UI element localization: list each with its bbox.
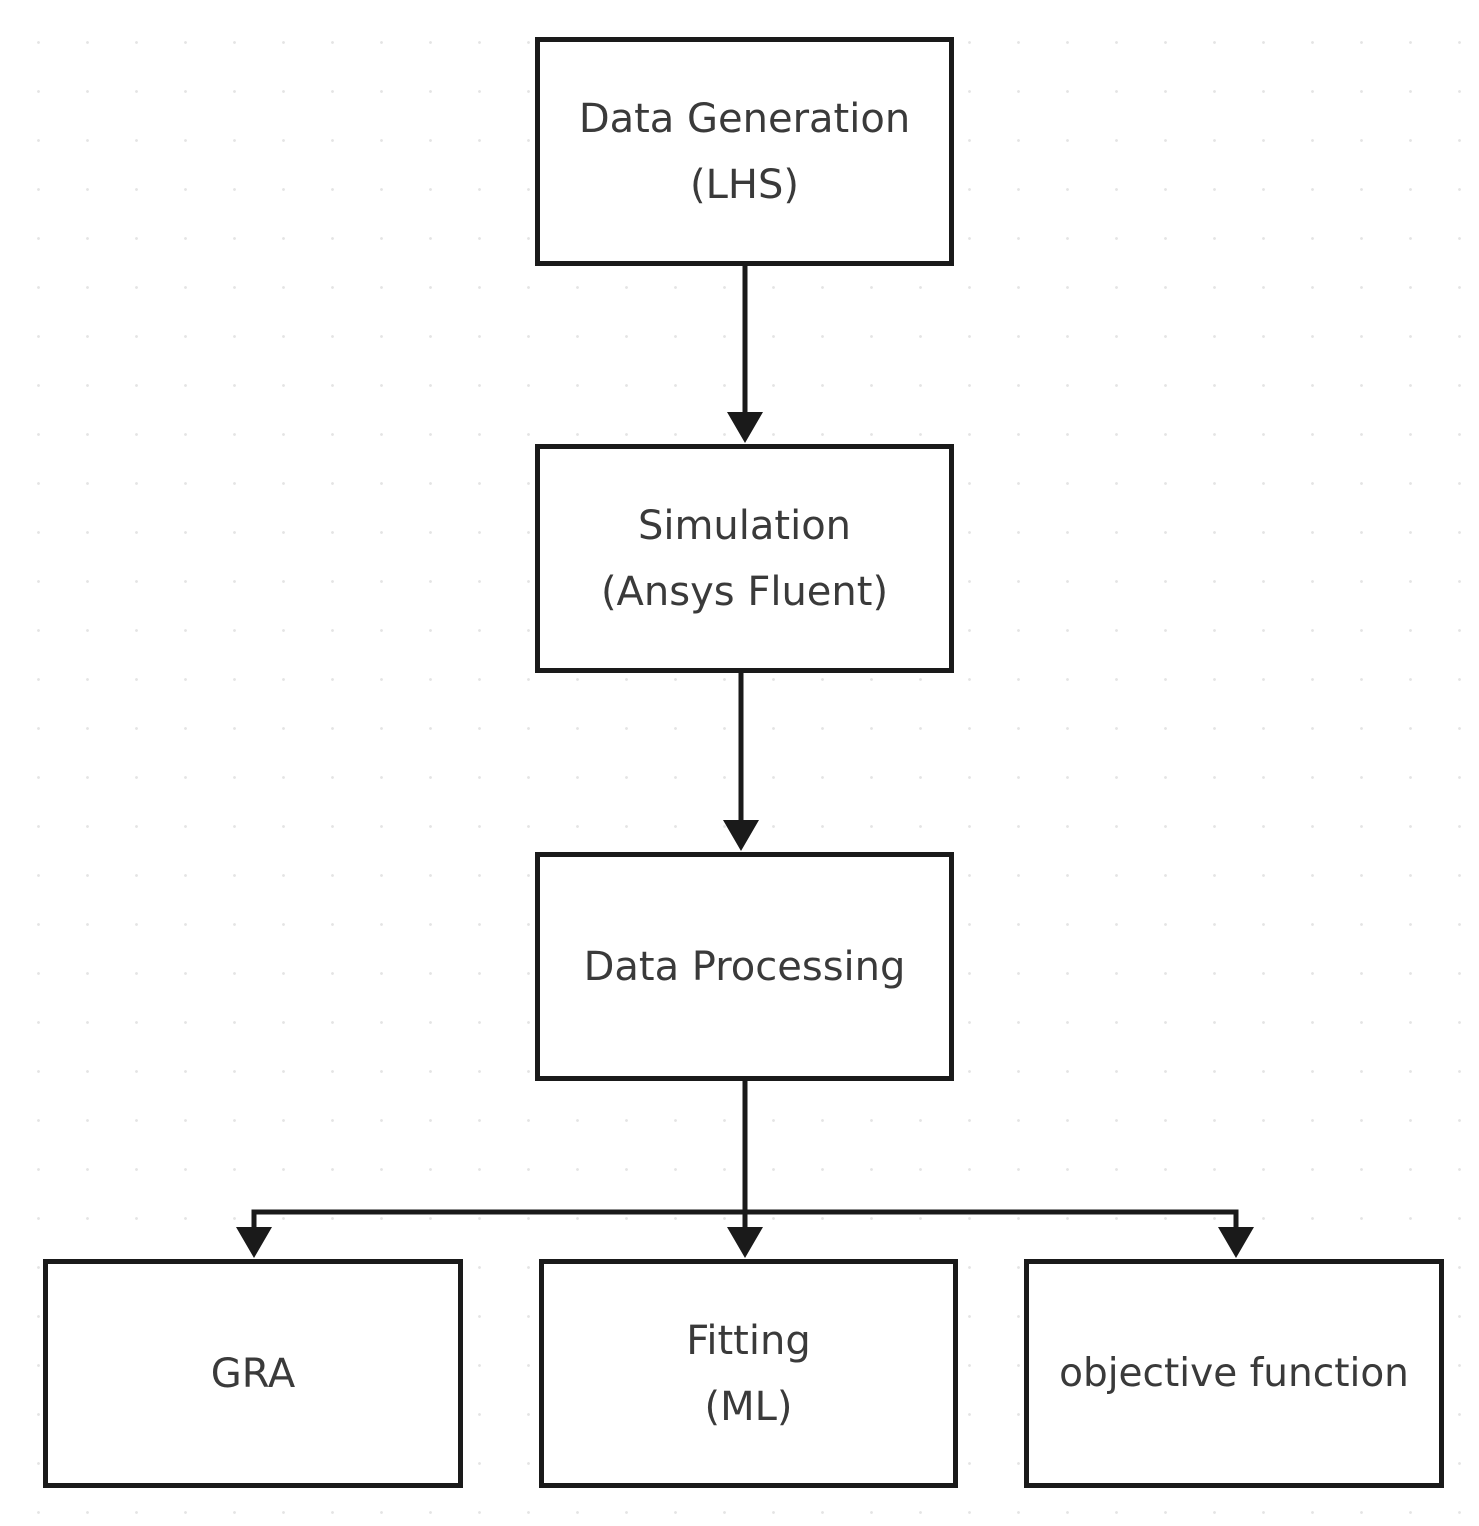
node-simulation-title: Simulation bbox=[637, 502, 852, 549]
node-data-generation: Data Generation (LHS) bbox=[535, 37, 954, 266]
node-fitting: Fitting (ML) bbox=[539, 1259, 958, 1488]
node-objective-function: objective function bbox=[1024, 1259, 1444, 1488]
node-simulation-subtitle: (Ansys Fluent) bbox=[600, 568, 889, 615]
arrowhead-to-gra bbox=[236, 1227, 272, 1258]
node-gra: GRA bbox=[43, 1259, 463, 1488]
node-data-generation-subtitle: (LHS) bbox=[690, 161, 799, 208]
node-gra-title: GRA bbox=[210, 1350, 296, 1397]
node-data-generation-title: Data Generation bbox=[578, 95, 911, 142]
node-simulation: Simulation (Ansys Fluent) bbox=[535, 444, 954, 673]
node-fitting-title: Fitting bbox=[686, 1317, 811, 1364]
arrowhead-to-processing bbox=[723, 820, 759, 851]
node-data-processing: Data Processing bbox=[535, 852, 954, 1081]
edge-branch-bar bbox=[251, 1209, 1239, 1233]
node-fitting-subtitle: (ML) bbox=[704, 1383, 793, 1430]
node-data-processing-title: Data Processing bbox=[583, 943, 906, 990]
node-objective-function-title: objective function bbox=[1059, 1350, 1409, 1396]
arrowhead-to-simulation bbox=[727, 412, 763, 443]
arrowhead-to-objective bbox=[1218, 1227, 1254, 1258]
arrowhead-to-fitting bbox=[727, 1227, 763, 1258]
